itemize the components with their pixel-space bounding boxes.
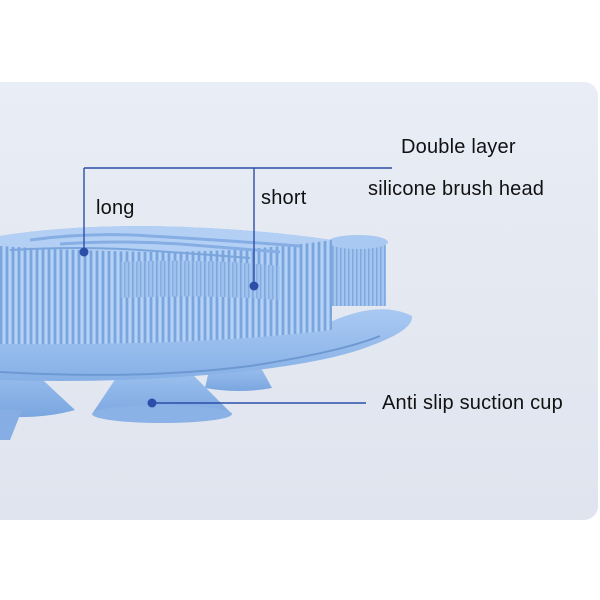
title-line-1: Double layer <box>401 136 516 158</box>
callout-dot-suction <box>147 398 157 408</box>
title-line-2: silicone brush head <box>368 178 545 200</box>
suction-cups <box>0 366 272 440</box>
suction-cup-label: Anti slip suction cup <box>382 392 563 414</box>
callout-lines <box>83 167 392 404</box>
short-label: short <box>261 187 307 209</box>
callout-dot-short <box>249 281 259 291</box>
callout-dot-long <box>79 247 89 257</box>
bristles-right-lobe <box>330 240 386 306</box>
bristle-block <box>0 226 332 345</box>
long-label: long <box>96 197 135 219</box>
